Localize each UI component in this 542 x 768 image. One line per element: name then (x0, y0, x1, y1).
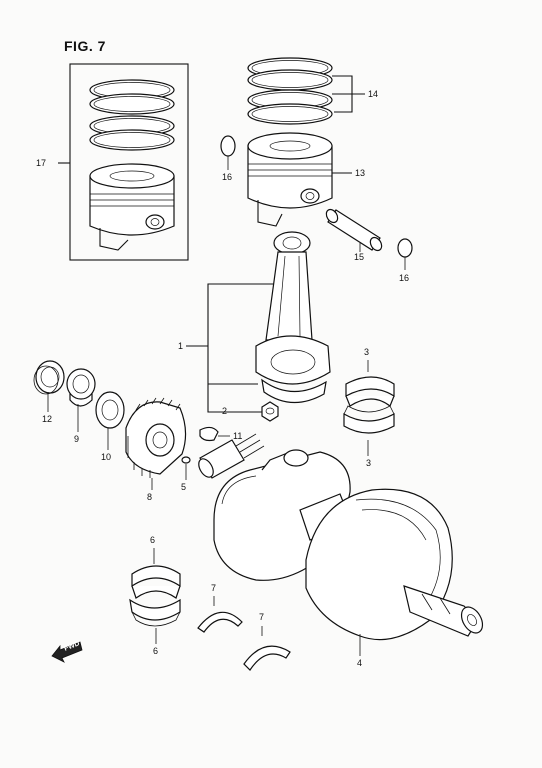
connecting-rod (186, 231, 331, 413)
callout-17: 17 (36, 158, 47, 168)
primary-drive-gear (125, 397, 187, 490)
main-bearings (129, 548, 181, 644)
callout-11: 11 (233, 431, 243, 441)
callout-5: 5 (181, 482, 187, 492)
callout-2: 2 (222, 406, 228, 416)
forward-direction-arrow (51, 641, 83, 663)
callout-4: 4 (357, 658, 363, 668)
callout-7-right: 7 (259, 612, 265, 622)
piston (247, 132, 352, 227)
piston-set-box (58, 63, 189, 261)
figure-title: FIG. 7 (64, 38, 106, 54)
callout-10: 10 (101, 452, 112, 462)
woodruff-key (199, 426, 230, 442)
callout-16-lower: 16 (399, 273, 410, 283)
crankshaft (198, 433, 484, 656)
piston-pin-circlips (220, 135, 413, 270)
rod-nut (232, 401, 279, 422)
oil-seal (33, 360, 65, 412)
callout-6-lower: 6 (153, 646, 159, 656)
callout-3-lower: 3 (366, 458, 372, 468)
piston-rings (247, 57, 365, 125)
crank-pin (181, 456, 191, 480)
thrust-washer (95, 391, 125, 450)
thrust-bearings (197, 596, 291, 671)
callout-1: 1 (178, 341, 184, 351)
callout-8: 8 (147, 492, 153, 502)
crankpin-bearings (343, 360, 395, 456)
callout-14: 14 (368, 89, 379, 99)
callout-3-upper: 3 (364, 347, 370, 357)
callout-6-upper: 6 (150, 535, 156, 545)
callout-7-left: 7 (211, 583, 217, 593)
piston-pin (325, 208, 383, 252)
callout-13: 13 (355, 168, 366, 178)
callout-16-upper: 16 (222, 172, 233, 182)
callout-12: 12 (42, 414, 53, 424)
callout-9: 9 (74, 434, 80, 444)
crankshaft-bearing (66, 368, 96, 432)
callout-15: 15 (354, 252, 365, 262)
